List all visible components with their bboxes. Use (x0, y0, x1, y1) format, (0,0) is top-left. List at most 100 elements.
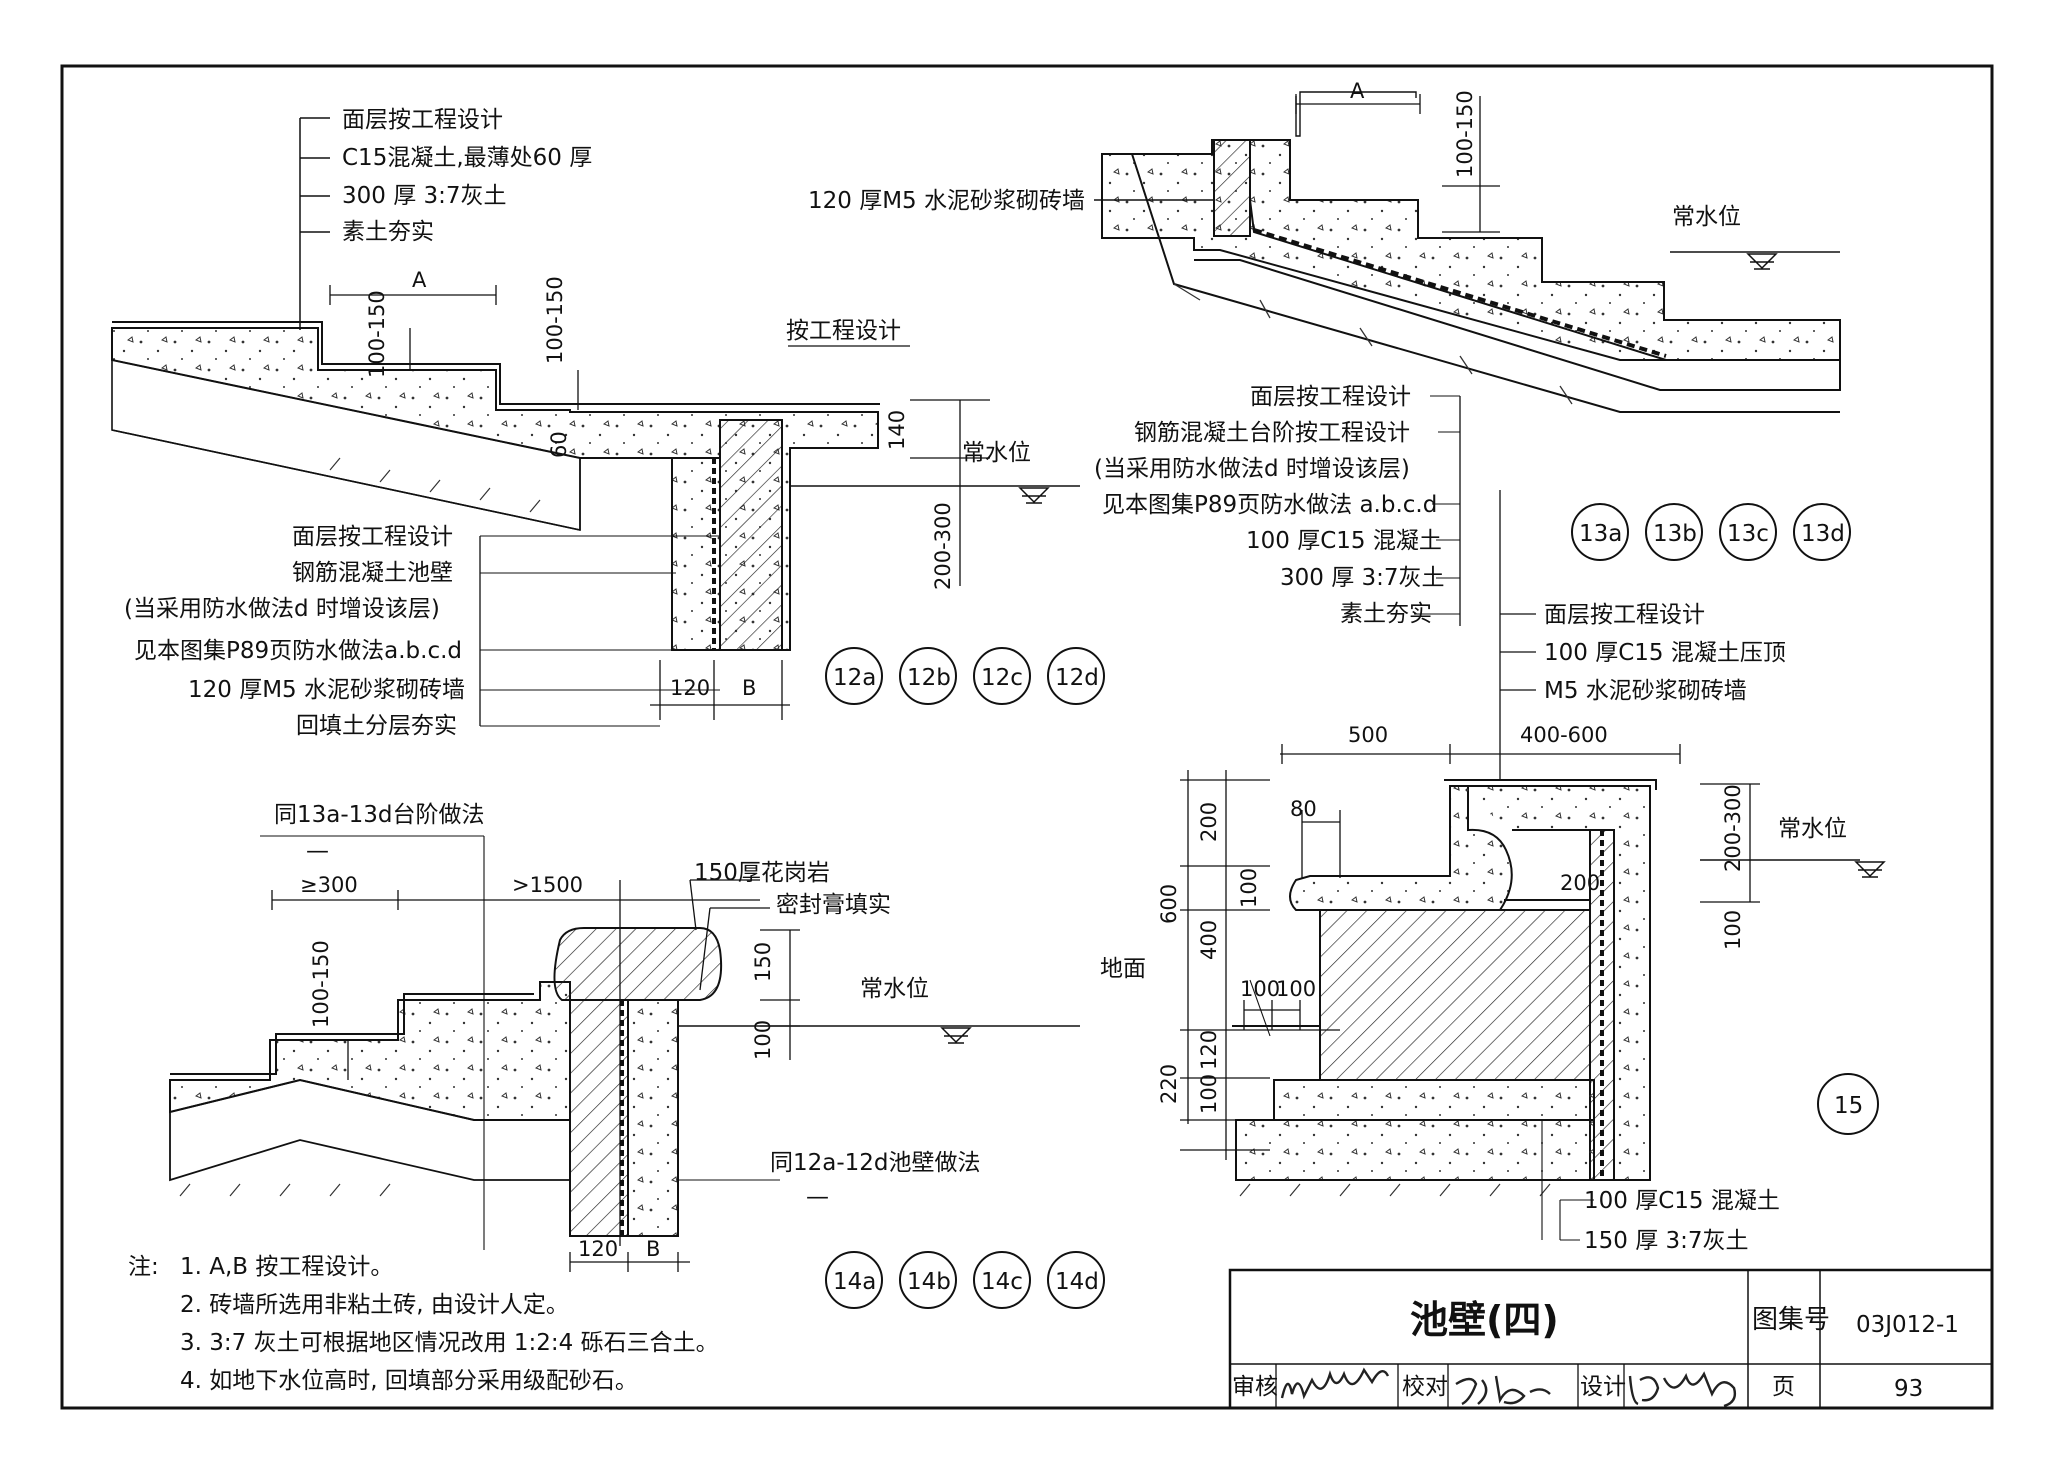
d12-callout-d: 12d (1055, 665, 1099, 691)
detail-15-section (1180, 490, 1886, 1241)
d15-dim-100-d: 100 (1197, 1074, 1221, 1114)
d12-dim-120: 120 (670, 676, 710, 700)
d12-coping-note: 按工程设计 (786, 318, 901, 344)
d15-layer-3: M5 水泥砂浆砌砖墙 (1544, 678, 1747, 704)
d15-dim-120: 120 (1197, 1030, 1221, 1070)
d15-layer-1: 面层按工程设计 (1544, 602, 1705, 628)
design-label: 设计 (1580, 1374, 1626, 1400)
page-label: 页 (1772, 1374, 1795, 1400)
d15-dim-200-corner: 200 (1560, 871, 1600, 895)
drawing-title: 池壁(四) (1410, 1298, 1559, 1342)
d14-dim-150: 150 (751, 942, 775, 982)
d12-water-level: 常水位 (962, 440, 1031, 466)
check-label: 校对 (1402, 1374, 1448, 1400)
d14-callout-b: 14b (907, 1269, 951, 1295)
d13-water-level: 常水位 (1672, 204, 1741, 230)
d12-dim-b: B (742, 676, 756, 700)
d15-dim-200: 200 (1197, 802, 1221, 842)
d15-bottom-layer-1: 100 厚C15 混凝土 (1584, 1188, 1780, 1214)
reviewer-signature (1280, 1367, 1390, 1400)
d12-wall-layer-4: 见本图集P89页防水做法a.b.c.d (134, 638, 462, 664)
checker-signature (1455, 1375, 1551, 1406)
d15-dim-600: 600 (1157, 884, 1181, 924)
d12-layer-4: 素土夯实 (342, 219, 434, 245)
d15-callout-label: 15 (1834, 1093, 1863, 1119)
d13-layer-6: 300 厚 3:7灰土 (1280, 565, 1445, 591)
note-2: 2. 砖墙所选用非粘土砖, 由设计人定。 (180, 1292, 569, 1318)
d12-wall-layer-3: (当采用防水做法d 时增设该层) (124, 596, 440, 622)
d14-dim-300: ≥300 (300, 873, 358, 897)
d13-layer-5: 100 厚C15 混凝土 (1246, 528, 1442, 554)
note-4: 4. 如地下水位高时, 回填部分采用级配砂石。 (180, 1368, 638, 1394)
page-number: 93 (1894, 1376, 1923, 1402)
d15-dim-100-a: 100 (1237, 868, 1261, 908)
sheet-border (60, 64, 1994, 1410)
d15-layer-2: 100 厚C15 混凝土压顶 (1544, 640, 1786, 666)
d14-dim-100-150: 100-150 (309, 940, 333, 1028)
designer-signature (1628, 1371, 1737, 1408)
d13-callout-a: 13a (1579, 521, 1622, 547)
d12-dim-a: A (412, 268, 427, 292)
d12-callout-c: 12c (981, 665, 1023, 691)
d14-callout-a: 14a (833, 1269, 876, 1295)
d12-dim-step-1: 100-150 (365, 290, 389, 378)
d13-dim-a: A (1350, 79, 1365, 103)
d12-callouts: 12a 12b 12c 12d (825, 647, 1105, 705)
d15-dim-400-600: 400-600 (1520, 723, 1608, 747)
d15-bottom-layer-2: 150 厚 3:7灰土 (1584, 1228, 1749, 1254)
notes-prefix: 注: (128, 1254, 159, 1280)
d15-water-level: 常水位 (1778, 816, 1847, 842)
d13-callout-b: 13b (1653, 521, 1697, 547)
d13-dim-100-150: 100-150 (1453, 90, 1477, 178)
d13-brick-wall: 120 厚M5 水泥砂浆砌砖墙 (808, 188, 1085, 214)
d14-same-wall-sub: — (806, 1184, 829, 1210)
d12-wall-layer-2: 钢筋混凝土池壁 (292, 560, 453, 586)
d12-wall-layer-5: 120 厚M5 水泥砂浆砌砖墙 (188, 677, 465, 703)
d13-layer-4: 见本图集P89页防水做法 a.b.c.d (1102, 492, 1437, 518)
d15-dim-400: 400 (1197, 920, 1221, 960)
d15-dim-500: 500 (1348, 723, 1388, 747)
d12-wall-layer-1: 面层按工程设计 (292, 524, 453, 550)
d14-same-steps: 同13a-13d台阶做法 (274, 802, 485, 828)
d12-layer-2: C15混凝土,最薄处60 厚 (342, 145, 592, 171)
d15-callout: 15 (1817, 1073, 1879, 1135)
d14-callouts: 14a 14b 14c 14d (825, 1251, 1105, 1309)
d15-dim-100-b: 100 (1240, 977, 1280, 1001)
d14-dim-1500: >1500 (512, 873, 583, 897)
d12-dim-200-300: 200-300 (931, 502, 955, 590)
detail-12-section (111, 117, 1080, 727)
d15-dim-100-right: 100 (1721, 910, 1745, 950)
d12-callout-a: 12a (833, 665, 876, 691)
d15-dim-100-c: 100 (1276, 977, 1316, 1001)
note-1: 1. A,B 按工程设计。 (180, 1254, 393, 1280)
d13-layer-2: 钢筋混凝土台阶按工程设计 (1134, 420, 1410, 446)
d14-granite: 150厚花岗岩 (694, 860, 830, 886)
atlas-label: 图集号 (1752, 1305, 1830, 1335)
d14-same-wall: 同12a-12d池壁做法 (770, 1150, 981, 1176)
d15-dim-200-300: 200-300 (1721, 784, 1745, 872)
d14-water-level: 常水位 (860, 976, 929, 1002)
d13-layer-1: 面层按工程设计 (1250, 384, 1411, 410)
note-3: 3. 3:7 灰土可根据地区情况改用 1:2:4 砾石三合土。 (180, 1330, 719, 1356)
d12-dim-step-2: 100-150 (543, 276, 567, 364)
d14-dim-b: B (646, 1237, 660, 1261)
d14-same-steps-sub: — (306, 838, 329, 864)
d15-dim-220: 220 (1157, 1064, 1181, 1104)
d14-dim-100: 100 (751, 1020, 775, 1060)
d13-layer-3: (当采用防水做法d 时增设该层) (1094, 456, 1410, 482)
d12-wall-layer-6: 回填土分层夯实 (296, 713, 457, 739)
d14-dim-120: 120 (578, 1237, 618, 1261)
notes-block: 注: 1. A,B 按工程设计。 2. 砖墙所选用非粘土砖, 由设计人定。 3.… (128, 1254, 719, 1394)
d15-dim-80: 80 (1290, 797, 1317, 821)
d13-callout-c: 13c (1727, 521, 1769, 547)
d14-sealant: 密封膏填实 (776, 892, 891, 918)
d13-layer-7: 素土夯实 (1340, 601, 1432, 627)
d14-callout-d: 14d (1055, 1269, 1099, 1295)
d12-dim-140: 140 (885, 410, 909, 450)
detail-13-section (1094, 91, 1841, 626)
detail-14-section (169, 835, 1080, 1272)
d12-callout-b: 12b (907, 665, 951, 691)
d15-ground: 地面 (1100, 956, 1146, 982)
d13-callouts: 13a 13b 13c 13d (1571, 503, 1851, 561)
